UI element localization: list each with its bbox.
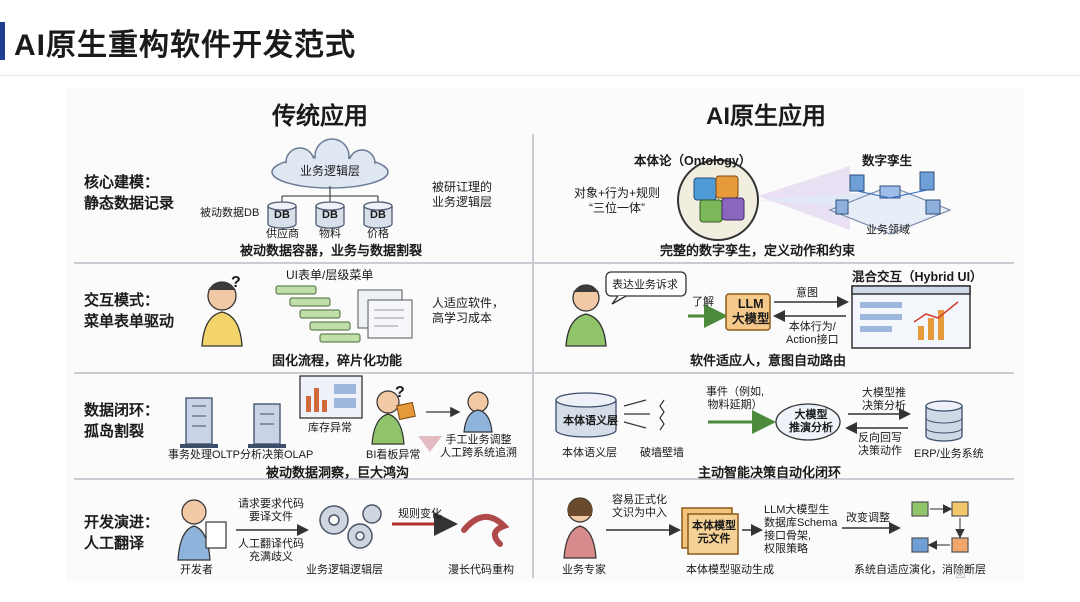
page-title: AI原生重构软件开发范式 [14, 29, 356, 62]
self-adapt-label: 系统自适应演化，消除断层 [854, 564, 986, 576]
event-label: 事件（例如, 物料延期） [706, 386, 765, 411]
hybrid-ui-window [851, 285, 971, 349]
developer-person-icon [177, 499, 227, 561]
module-blocks-icon [911, 501, 969, 553]
refactor-label: 漫长代码重构 [448, 564, 514, 576]
dashboard-icon [299, 375, 363, 419]
row2-right-caption: 软件适应人，意图自动路由 [690, 353, 847, 368]
llm-box [725, 293, 771, 331]
olap-label: 分析决策OLAP [240, 449, 314, 461]
inventory-anomaly-label: 库存异常 [308, 422, 352, 434]
analyst-person-icon [371, 390, 416, 445]
erp-database-icon [925, 400, 963, 442]
triad-label: 对象+行为+规则 “三位一体” [574, 186, 661, 215]
worker-person-icon [463, 391, 493, 433]
erp-label: ERP/业务系统 [914, 448, 984, 460]
row1-left-caption: 被动数据容器，业务与数据割裂 [240, 243, 423, 258]
model-file-label: 本体模型 元文件 [692, 520, 736, 545]
row2-left-caption: 固化流程，碎片化功能 [272, 353, 403, 368]
llm-generate-label: LLM大模型生 数据库Schema 接口骨架, 权限策略 [764, 504, 838, 555]
column-heading-traditional: 传统应用 [272, 103, 368, 130]
thinking-person-icon [201, 281, 243, 347]
llm-cloud-label: 大模型 推演分析 [789, 409, 833, 434]
row1-right-caption: 完整的数字孪生，定义动作和约束 [660, 243, 856, 258]
menu-stack-icon [275, 285, 413, 343]
cloud-connectors [281, 186, 379, 204]
translate-label: 人工翻译代码 充满歧义 [238, 538, 304, 563]
change-adjust-label: 改变调整 [846, 512, 890, 524]
row3-right-caption: 主动智能决策自动化闭环 [698, 465, 842, 480]
db-icon-label-1: DB [274, 209, 290, 221]
column-divider [532, 134, 534, 578]
understand-label: 了解 [692, 296, 714, 308]
gap-funnel [418, 436, 442, 452]
ontology-puzzle-icon [677, 159, 759, 241]
menu-label: UI表单/层级菜单 [286, 268, 374, 282]
bi-anomaly-label: BI看板异常 [366, 449, 421, 461]
question-mark-2: ? [395, 384, 405, 401]
business-domain-label: 业务领域 [866, 224, 910, 236]
hybrid-ui-label: 混合交互（Hybrid UI） [852, 270, 983, 284]
writeback-label: 反向回写 决策动作 [858, 432, 902, 457]
speech-bubble-text: 表达业务诉求 [612, 279, 678, 291]
gears-icon [319, 504, 382, 549]
formalize-label: 容易正式化 文识为中入 [612, 494, 667, 519]
intent-label: 意图 [796, 287, 818, 299]
developer-label: 开发者 [180, 564, 213, 576]
logic-layer-note: 被研讧理的 业务逻辑层 [432, 180, 493, 209]
watermark: 图 [955, 568, 966, 580]
expert-person-icon [563, 497, 597, 559]
db-name-price: 价格 [367, 228, 389, 240]
row4-title: 开发演进： 人工翻译 [84, 514, 160, 552]
cloud-label: 业务逻辑层 [300, 164, 361, 178]
user-person-icon [565, 284, 607, 347]
row3-title: 数据闭环： 孤岛割裂 [84, 402, 160, 440]
manual-adjust-label: 手工业务调整 人工跨系统追溯 [440, 434, 517, 459]
row-divider-2 [74, 372, 1014, 374]
database-icon [267, 201, 393, 229]
db-icon-label-3: DB [370, 209, 386, 221]
column-heading-ai-native: AI原生应用 [706, 103, 826, 130]
speech-bubble [605, 271, 687, 305]
row2-title: 交互模式： 菜单表单驱动 [84, 292, 175, 330]
db-name-supplier: 供应商 [266, 228, 299, 240]
row-divider-3 [74, 478, 1014, 480]
row3-left-caption: 被动数据洞察，巨大鸿沟 [266, 465, 410, 480]
model-driven-label: 本体模型驱动生成 [686, 564, 774, 576]
semantic-layer-label: 本体语义层 [562, 447, 617, 459]
digital-twin-label: 数字孪生 [862, 154, 913, 168]
adapt-note: 人适应软件， 高学习成本 [432, 296, 505, 325]
breakwall-label: 破墙壁墙 [640, 447, 684, 459]
model-file-icon [681, 507, 739, 555]
db-group-label: 被动数据DB [200, 207, 260, 219]
semantic-layer-box [555, 392, 617, 438]
db-icon-label-2: DB [322, 209, 338, 221]
title-accent-bar [0, 22, 5, 60]
row-divider-1 [74, 262, 1014, 264]
oltp-building-icon [180, 397, 218, 448]
request-label: 请求要求代码 要译文件 [238, 498, 304, 523]
question-mark: ? [231, 274, 241, 291]
rule-change-label: 规则变化 [398, 508, 442, 520]
title-bar: AI原生重构软件开发范式 [0, 0, 1080, 76]
row1-title: 核心建模： 静态数据记录 [84, 174, 175, 212]
llm-cloud-icon [775, 403, 841, 441]
logic-layer-label: 业务逻辑逻辑层 [306, 564, 383, 576]
breakwall-icon [623, 399, 665, 431]
db-name-material: 物料 [319, 228, 341, 240]
ontology-label: 本体论（Ontology） [634, 154, 752, 168]
refactor-tangle-icon [461, 514, 510, 547]
push-decision-label: 大模型推 决策分析 [862, 387, 906, 412]
llm-box-label: LLM 大模型 [732, 297, 770, 326]
expert-label: 业务专家 [562, 564, 606, 576]
digital-twin-icon [828, 171, 952, 235]
action-interface-label: 本体行为/ Action接口 [786, 321, 839, 346]
oltp-label: 事务处理OLTP [168, 449, 240, 461]
olap-building-icon [248, 403, 286, 448]
cloud-icon [271, 138, 389, 189]
semantic-layer-box-label: 本体语义层 [563, 415, 618, 427]
